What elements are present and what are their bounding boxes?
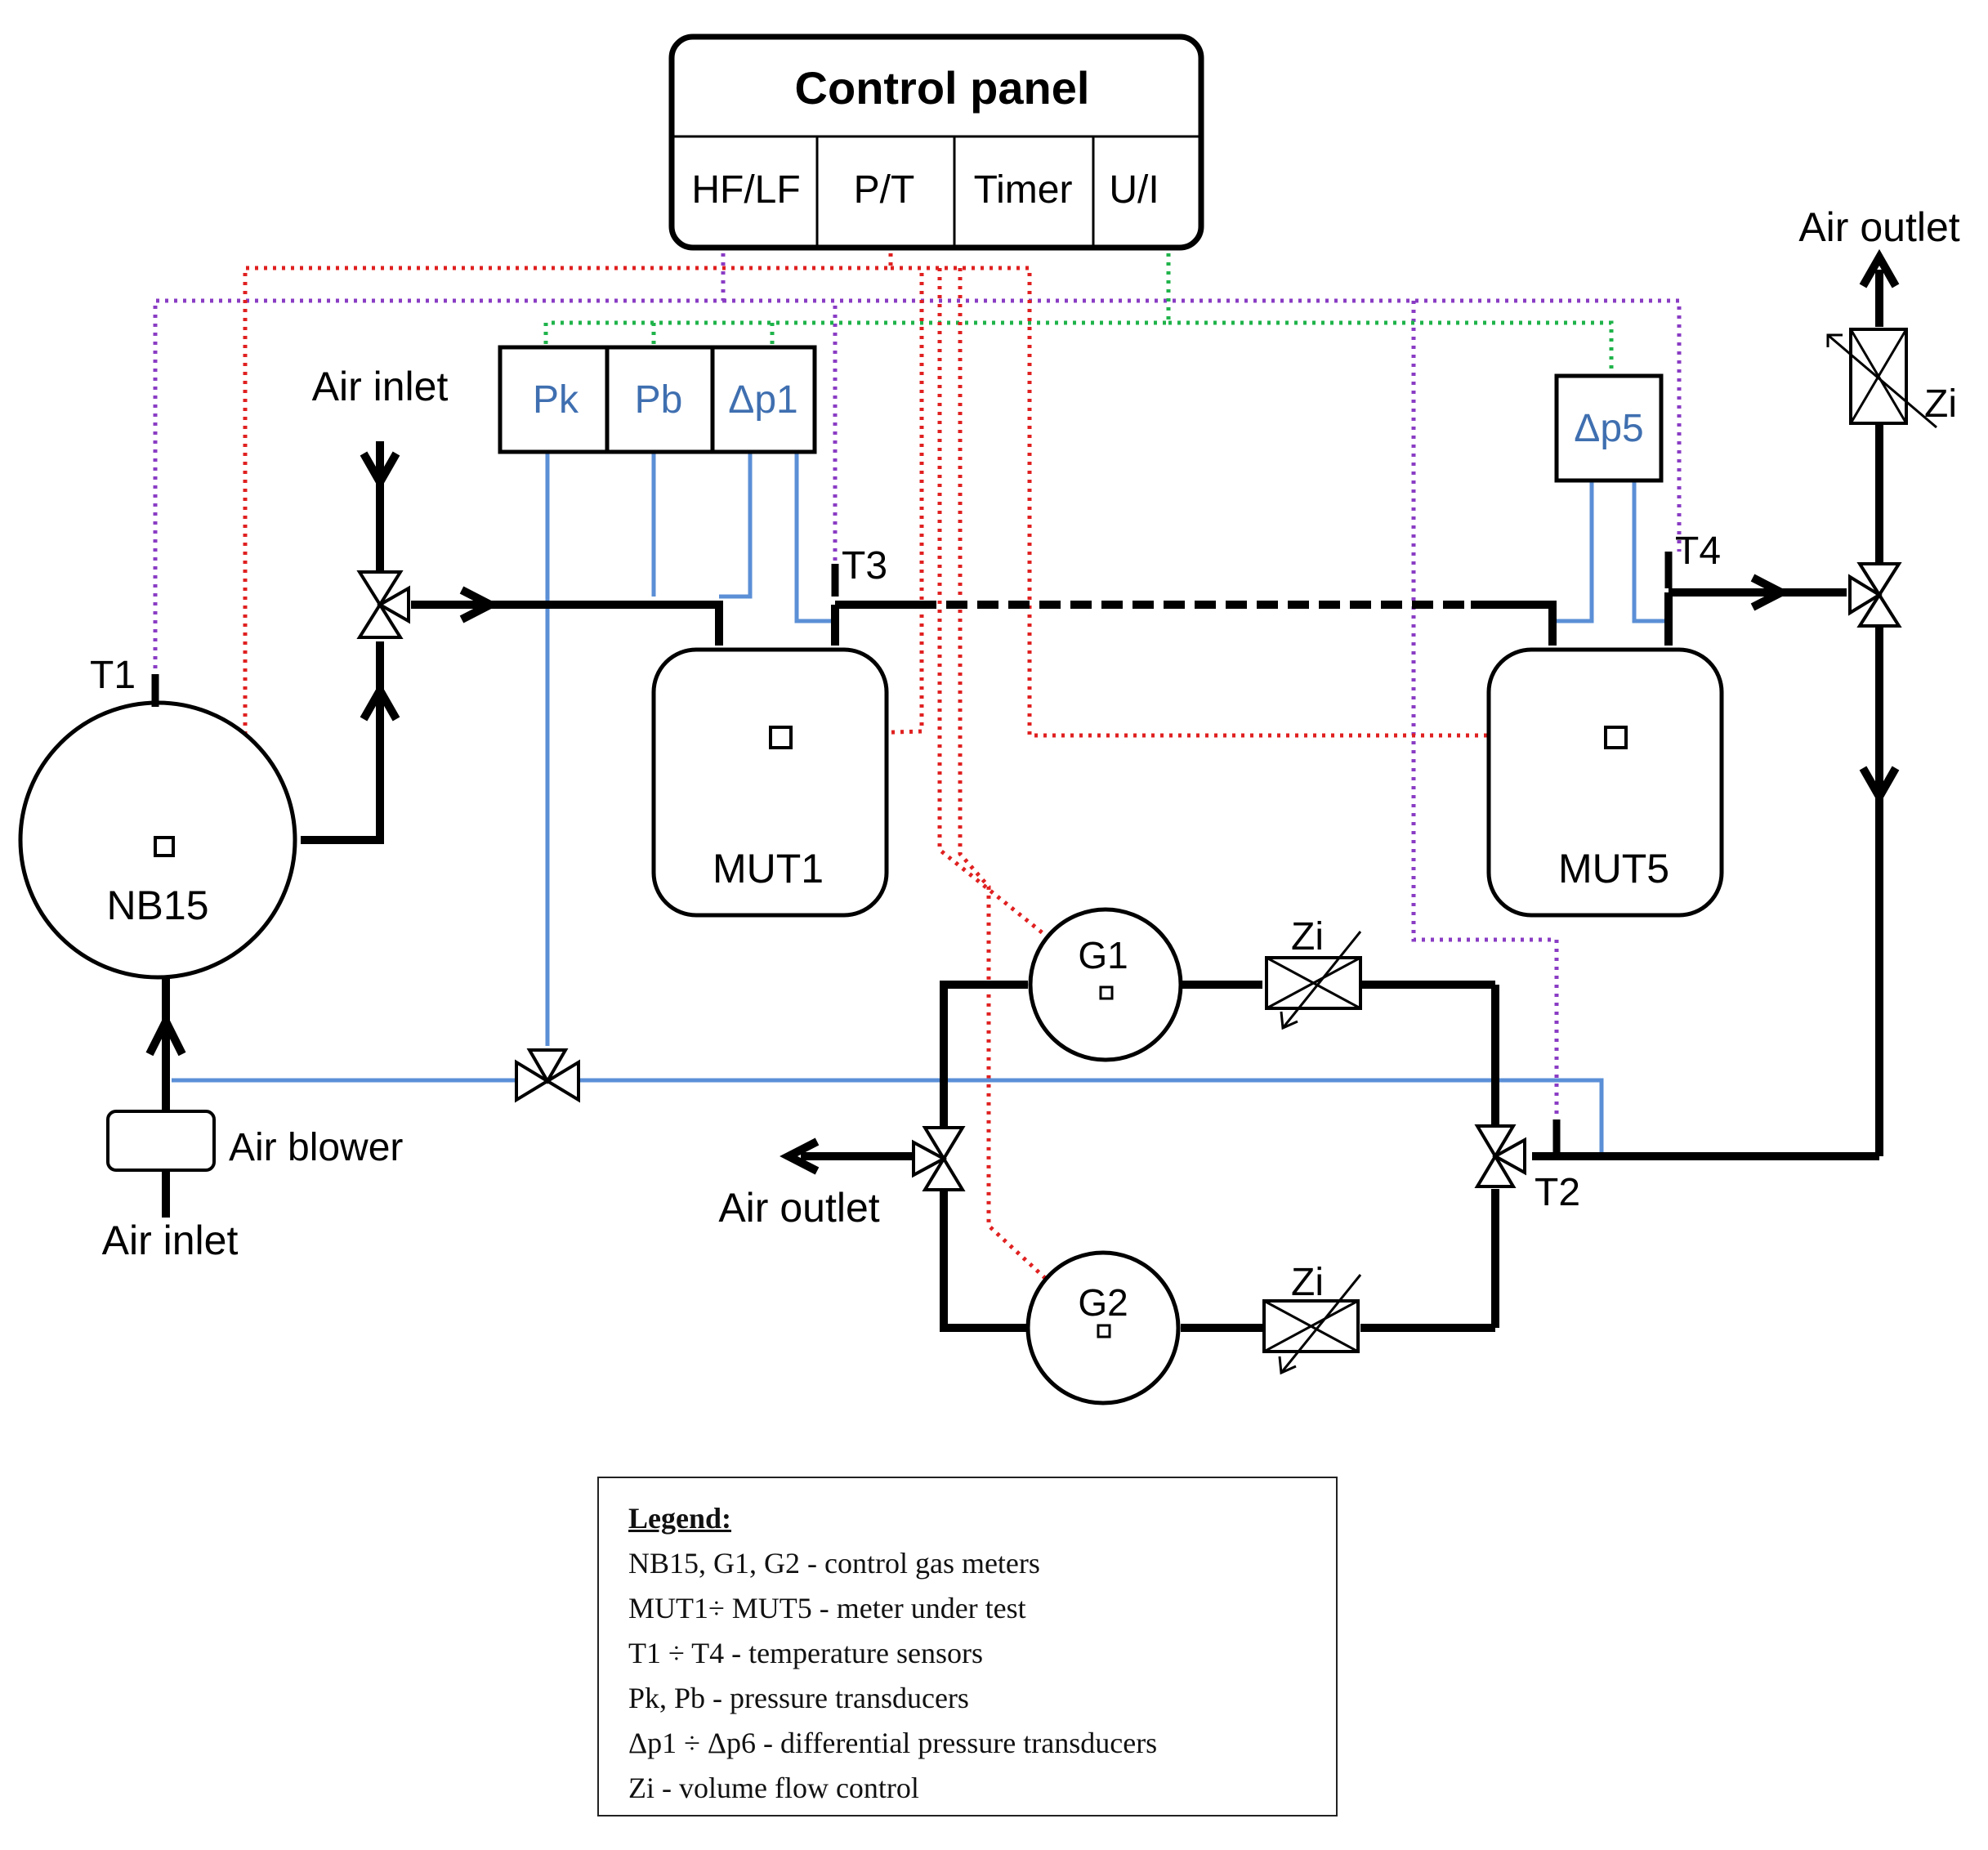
zi-outlet-label: Zi <box>1924 382 1957 426</box>
nb15-sensor-square <box>154 836 175 857</box>
valve-g-loop-left[interactable] <box>912 1126 966 1191</box>
valve-g-loop-right[interactable] <box>1474 1124 1526 1188</box>
g2-label: G2 <box>1078 1281 1128 1324</box>
arrow-right-up <box>1859 248 1900 288</box>
mut5-sensor-square <box>1604 726 1628 749</box>
valve-bypass[interactable] <box>515 1048 580 1103</box>
transducer-dp1: Δp1 <box>728 378 797 422</box>
g1-label: G1 <box>1078 934 1128 976</box>
control-panel: Control panel HF/LF P/T Timer U/I <box>668 34 1204 251</box>
legend-item: T1 ÷ T4 - temperature sensors <box>628 1637 983 1669</box>
zi-g2-label: Zi <box>1291 1261 1324 1304</box>
meter-g2: G2 <box>1025 1250 1181 1405</box>
transducer-dp5-box: Δp5 <box>1554 373 1664 483</box>
arrow-nb15-up <box>360 681 400 722</box>
air-blower: Air blower <box>106 1110 403 1172</box>
panel-cell-p-t: P/T <box>854 168 915 212</box>
air-inlet-top-label: Air inlet <box>312 364 449 409</box>
meter-nb15: NB15 <box>18 700 297 980</box>
valve-outlet-right[interactable] <box>1848 562 1902 628</box>
zi-flow-control-g1: Zi <box>1265 915 1362 1030</box>
legend-item: Pk, Pb - pressure transducers <box>628 1682 969 1714</box>
air-outlet-right-label: Air outlet <box>1798 204 1959 250</box>
t3-label: T3 <box>842 544 887 588</box>
legend-title: Legend: <box>628 1502 731 1535</box>
panel-cell-hf-lf: HF/LF <box>691 168 800 212</box>
legend-item: Zi - volume flow control <box>628 1772 919 1804</box>
arrow-to-outlet-valve <box>1750 574 1790 611</box>
thermocouple-lines <box>170 253 1616 1280</box>
mut1-label: MUT1 <box>713 846 824 891</box>
arrow-inlet-top <box>360 451 400 491</box>
zi-g1-label: Zi <box>1291 915 1324 959</box>
transducer-dp5: Δp5 <box>1574 407 1643 450</box>
legend-item: Δp1 ÷ Δp6 - differential pressure transd… <box>628 1727 1158 1759</box>
g2-sensor-square <box>1097 1324 1111 1338</box>
arrow-left-outlet <box>780 1137 820 1175</box>
control-panel-title: Control panel <box>795 62 1090 114</box>
transducer-pk: Pk <box>533 378 579 422</box>
temperature-signal-lines <box>153 253 1682 1119</box>
mut5-label: MUT5 <box>1558 846 1669 891</box>
flow-arrows <box>145 248 1900 1175</box>
arrow-inlet-bottom <box>145 1012 186 1057</box>
mut1-sensor-square <box>769 726 793 749</box>
legend-item: MUT1÷ MUT5 - meter under test <box>628 1592 1026 1624</box>
air-inlet-bottom-label: Air inlet <box>102 1218 239 1263</box>
t1-label: T1 <box>90 654 136 697</box>
legend-box: Legend: NB15, G1, G2 - control gas meter… <box>597 1477 1338 1816</box>
transducer-block: Pk Pb Δp1 <box>498 345 817 454</box>
nb15-label: NB15 <box>106 883 208 928</box>
meter-mut5: MUT5 <box>1486 647 1724 918</box>
meter-g1: G1 <box>1028 907 1183 1062</box>
t4-label: T4 <box>1675 530 1721 573</box>
g1-sensor-square <box>1099 985 1114 1000</box>
temperature-sensors <box>151 552 1673 1156</box>
valve-inlet[interactable] <box>356 570 410 639</box>
transducer-pb: Pb <box>635 378 683 422</box>
meter-mut1: MUT1 <box>651 647 889 918</box>
arrow-right-down <box>1859 766 1900 806</box>
panel-cell-timer: Timer <box>974 168 1073 212</box>
panel-cell-u-i: U/I <box>1109 168 1159 212</box>
arrow-to-mut1 <box>459 586 499 623</box>
air-outlet-left-label: Air outlet <box>718 1185 879 1231</box>
legend-item: NB15, G1, G2 - control gas meters <box>628 1547 1040 1580</box>
transducer-signal-lines <box>543 253 1614 376</box>
zi-flow-control-g2: Zi <box>1262 1261 1362 1375</box>
air-blower-label: Air blower <box>229 1126 403 1169</box>
t2-label: T2 <box>1535 1171 1580 1214</box>
zi-flow-control-outlet: Zi <box>1826 328 1957 429</box>
pressure-lines <box>172 452 1669 1152</box>
